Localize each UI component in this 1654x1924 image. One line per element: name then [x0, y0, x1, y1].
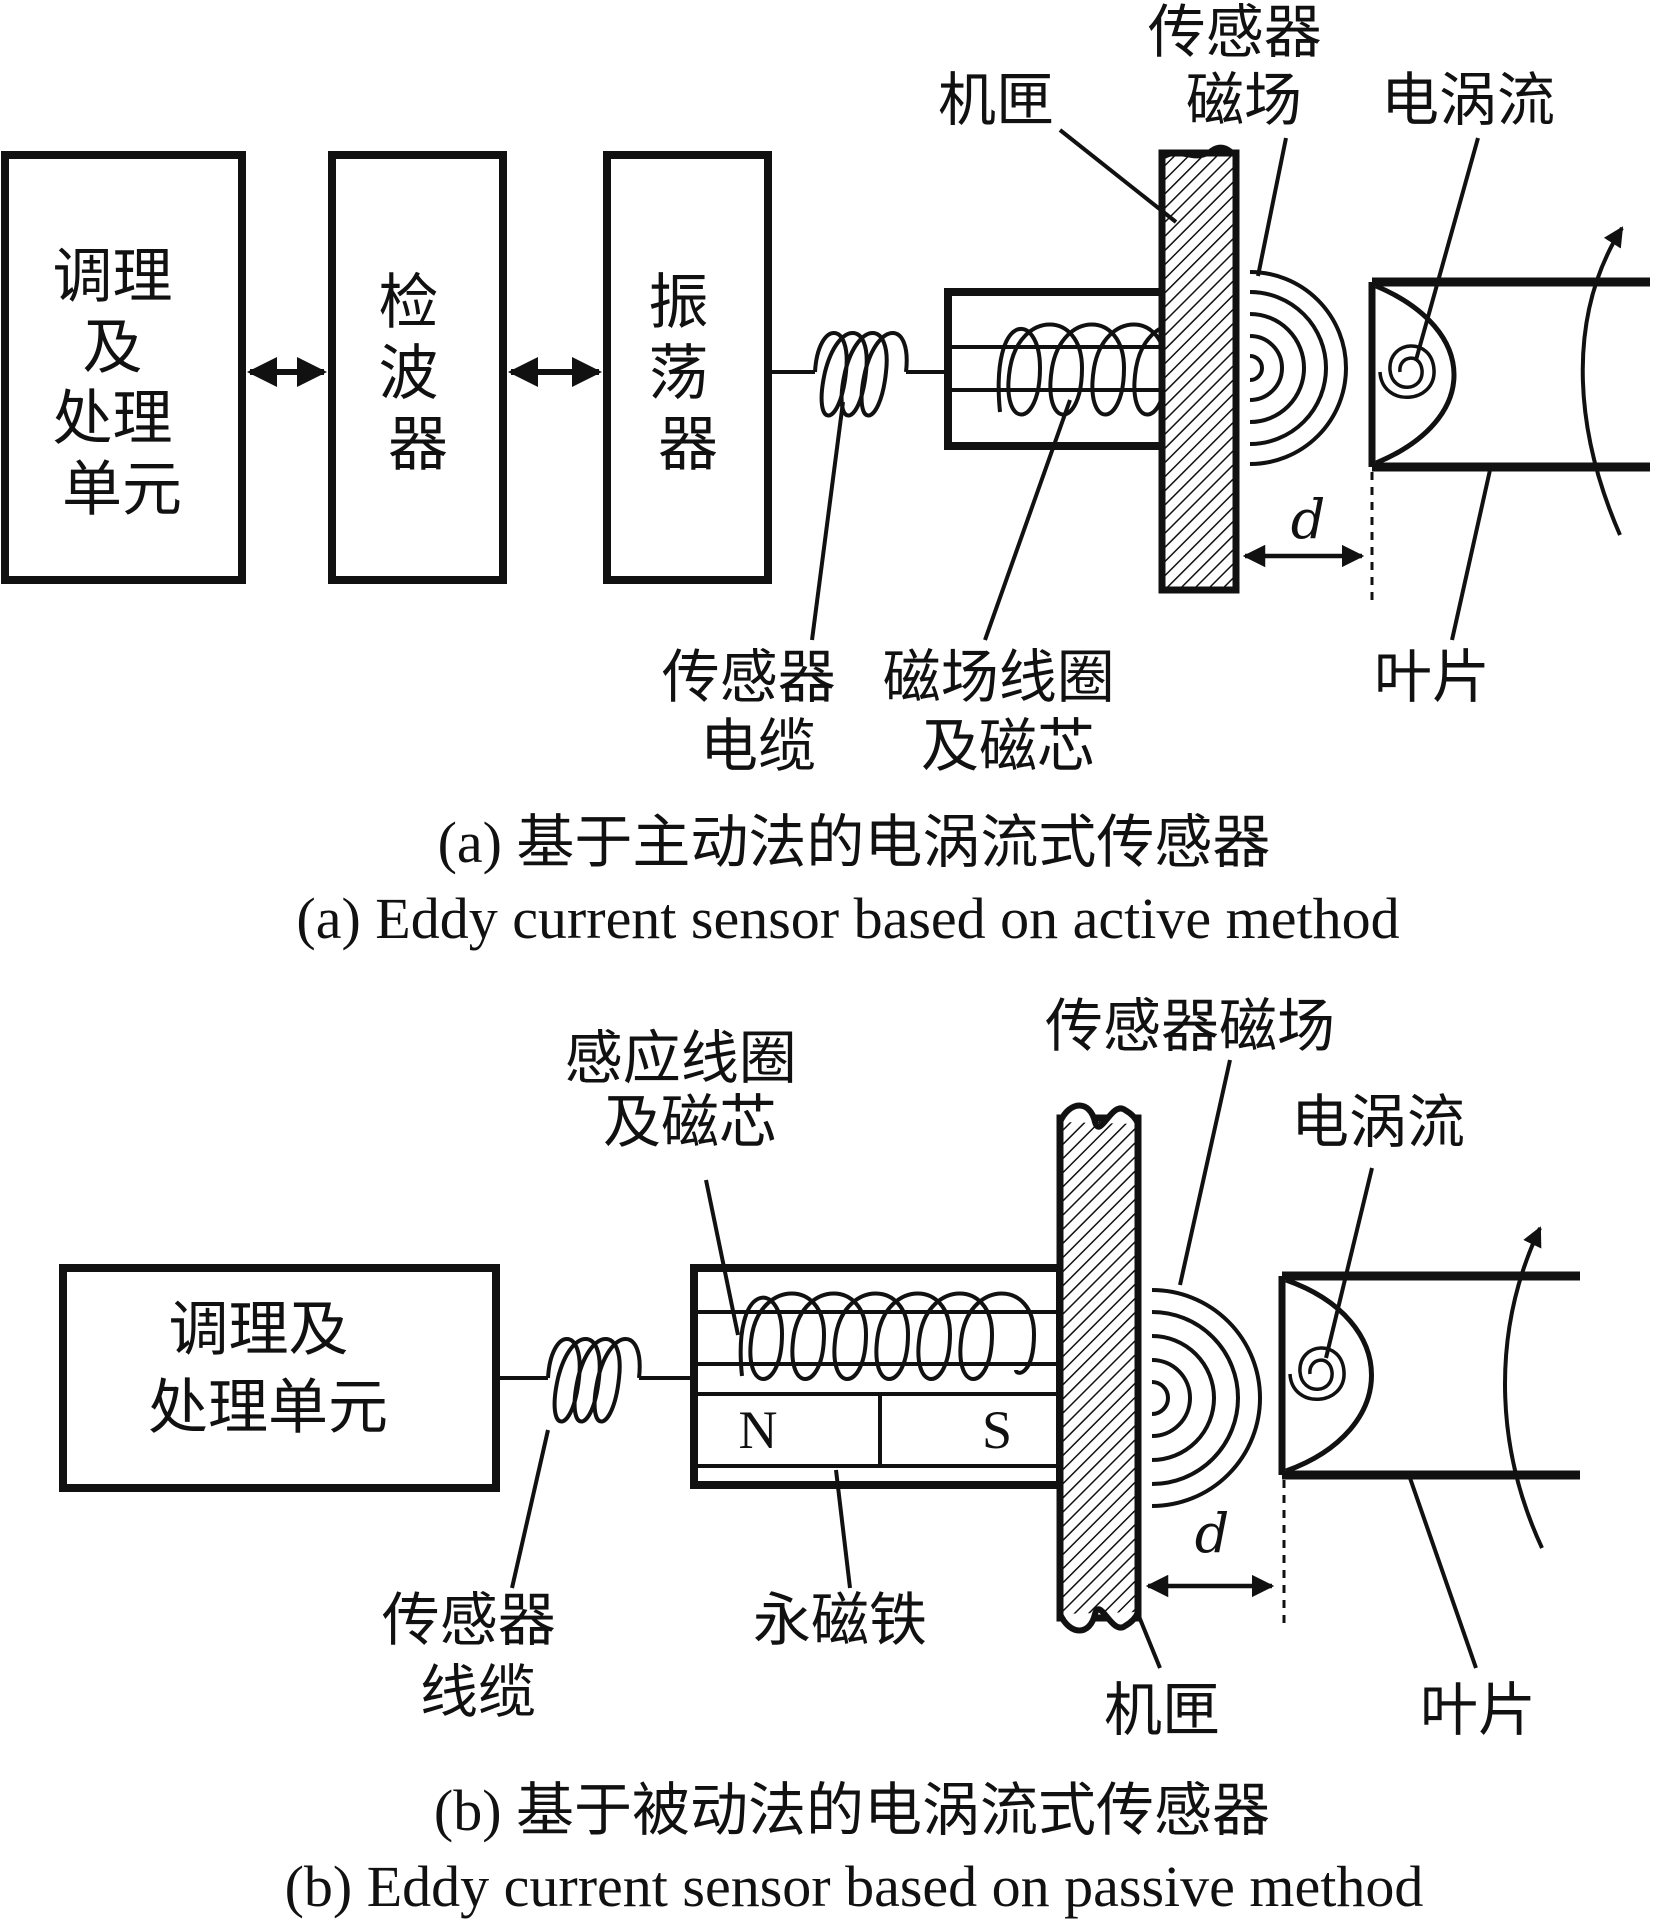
field-coil [996, 322, 1211, 418]
conditioning-unit-label: 调理 及 处理 单元 [52, 242, 191, 525]
sensor-field-label-b: 传感器磁场 [1045, 992, 1335, 1060]
casing-wall [1158, 149, 1240, 594]
casing-bottom-edge-b [1057, 1606, 1141, 1634]
blade-label-a: 叶片 [1374, 643, 1490, 711]
sensor-field-arcs [1249, 270, 1348, 466]
detector-block [328, 151, 507, 584]
eddy-current-spiral-b [1288, 1346, 1346, 1401]
caption-a-en: (a) Eddy current sensor based on active … [296, 886, 1399, 951]
pole-s-label: S [982, 1400, 1012, 1460]
rotation-arrow-b [1503, 1226, 1544, 1549]
sensor-cable-b [496, 1337, 694, 1424]
sensor-field-arcs-b [1151, 1288, 1262, 1508]
eddy-current-label-b: 电涡流 [1291, 1088, 1465, 1156]
cable-label-b: 传感器 线缆 [382, 1586, 574, 1726]
oscillator-label: 振 荡 器 [648, 268, 727, 480]
blade [1368, 226, 1650, 536]
gap-d-label-b: d [1195, 1502, 1230, 1565]
induction-coil [738, 1291, 1037, 1381]
induction-coil-label: 感应线圈 及磁芯 [565, 1024, 815, 1156]
detector-label: 检 波 器 [378, 268, 457, 480]
casing-label-a: 机匣 [938, 66, 1054, 134]
caption-b-en: (b) Eddy current sensor based on passive… [285, 1854, 1424, 1919]
sensor-cable [768, 331, 948, 418]
casing-label-b: 机匣 [1104, 1676, 1220, 1744]
eddy-current-spiral [1378, 344, 1436, 399]
blade-b [1278, 1226, 1580, 1549]
eddy-current-label-a: 电涡流 [1381, 66, 1555, 134]
pole-n-label: N [739, 1400, 778, 1460]
caption-b-cn: (b) 基于被动法的电涡流式传感器 [434, 1778, 1270, 1843]
cable-label-a: 传感器 电缆 [662, 643, 854, 780]
leaders-a [810, 128, 1492, 641]
magnet-label: 永磁铁 [753, 1586, 927, 1654]
panel-a: 调理 及 处理 单元 检 波 器 振 荡 器 [1, 0, 1650, 951]
caption-a-cn: (a) 基于主动法的电涡流式传感器 [438, 810, 1271, 875]
conditioning-unit-label-b: 调理及 处理单元 [148, 1295, 388, 1443]
panel-b: 调理及 处理单元 N S [59, 992, 1580, 1919]
leaders-b [510, 1059, 1478, 1669]
conditioning-unit-block [1, 151, 246, 584]
casing-wall-b [1056, 1114, 1142, 1622]
rotation-arrow-a [1580, 226, 1624, 536]
casing-top-edge [1160, 144, 1238, 161]
sensor-field-label-a: 传感器 磁场 [1148, 0, 1340, 134]
blade-label-b: 叶片 [1420, 1676, 1536, 1744]
coil-label-a: 磁场线圈 及磁芯 [883, 643, 1133, 780]
casing-top-edge-b [1057, 1102, 1141, 1130]
gap-d-label: d [1291, 488, 1326, 551]
oscillator-block [603, 151, 772, 584]
